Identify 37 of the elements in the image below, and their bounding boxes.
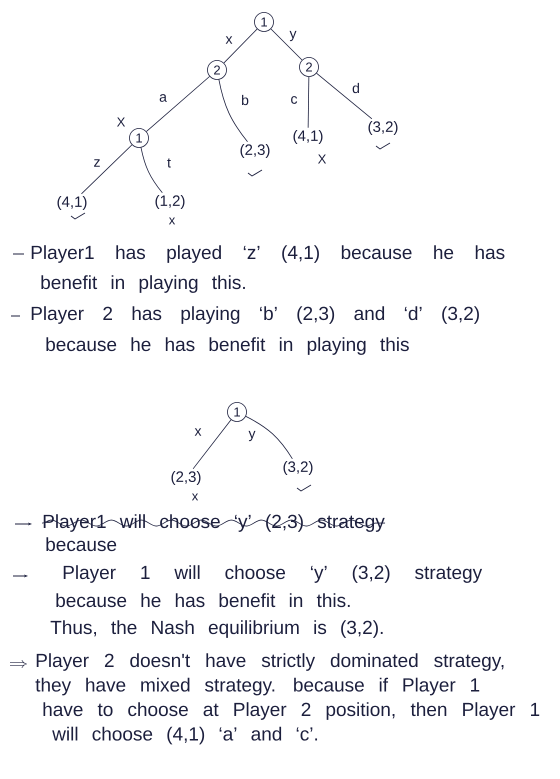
cross-mark: x — [192, 494, 198, 500]
note-text: Player 2 has playing ‘b’ (2,3) and ‘d’ (3,2) because he has benefit in playing this — [32, 306, 479, 355]
tree-branch — [146, 76, 210, 132]
tree-branch — [308, 76, 310, 128]
tree-branch — [81, 144, 132, 194]
edge-label: z — [92, 158, 102, 168]
edge-label: c — [290, 95, 298, 105]
tree-branch — [316, 72, 372, 120]
tree-branch — [218, 79, 248, 142]
payoff-text: (3,2) — [284, 461, 312, 475]
cross-mark: X — [116, 118, 126, 126]
note-text: Player 1 will choose ‘y’ (3,2) strategy because he has benefit in this. — [56, 565, 482, 608]
edge-label: d — [351, 82, 361, 94]
edge-label: a — [158, 93, 168, 103]
tree-branch — [140, 147, 163, 194]
tree-branch — [245, 416, 293, 460]
payoff-text: (4,1) — [58, 196, 86, 210]
payoff-text: (2,3) — [172, 471, 200, 485]
note-text: because — [46, 537, 116, 552]
edge-label: x — [224, 35, 234, 45]
tree-branch — [192, 419, 232, 470]
tree-branch — [270, 28, 302, 60]
cross-mark: X — [318, 154, 326, 164]
note-text: Thus, the Nash equilibrium is (3,2). — [50, 620, 383, 638]
edge-label: x — [194, 427, 202, 437]
edge-label: b — [240, 94, 250, 106]
edge-label: y — [288, 30, 298, 42]
note-text: Player 2 doesn't have strictly dominated strategy, they have mixed strategy. because if Player 1 have to choose at Player 2 position, then Player 1 will choose (4,1) ‘a’ and ‘c’. — [35, 653, 540, 744]
note-text: Player1 has played ‘z’ (4,1) because he has benefit in playing this. — [32, 245, 504, 293]
edge-label: t — [166, 157, 172, 169]
payoff-text: (2,3) — [240, 144, 270, 158]
payoff-text: (4,1) — [294, 130, 322, 144]
tree-branch — [224, 28, 258, 64]
edge-label: y — [248, 430, 256, 442]
cross-mark: x — [168, 218, 176, 224]
payoff-text: (1,2) — [156, 195, 184, 209]
payoff-text: (3,2) — [368, 121, 398, 135]
